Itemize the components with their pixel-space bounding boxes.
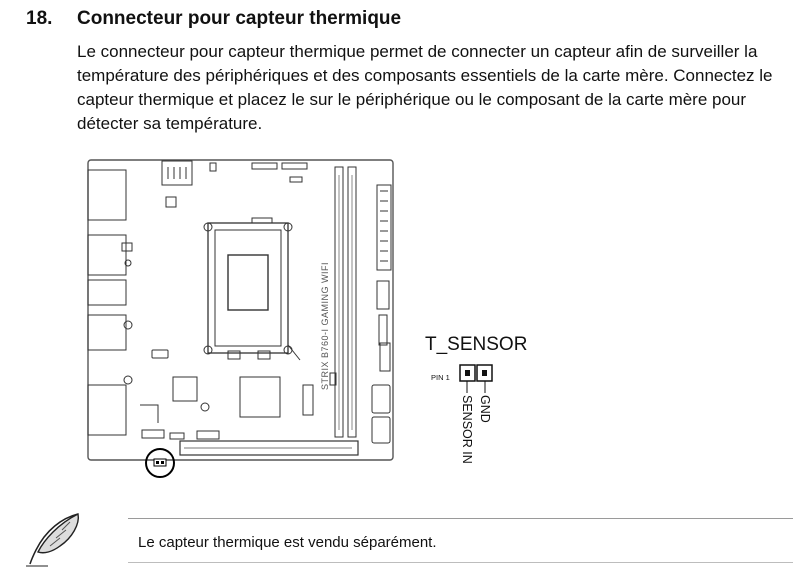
- pcie-slot: [179, 440, 359, 456]
- dimm-slot-2: [347, 166, 357, 438]
- pin-label-gnd: GND: [478, 395, 492, 423]
- pin-label-sensor-in: SENSOR IN: [460, 395, 474, 464]
- t-sensor-connector-on-board: [153, 458, 167, 467]
- board-outline: [87, 159, 394, 461]
- t-sensor-pinout: T_SENSOR PIN 1 SENSOR IN GND: [425, 334, 527, 464]
- note-divider-top: [128, 518, 793, 519]
- cpu-socket: [207, 222, 289, 354]
- pin1-label: PIN 1: [431, 373, 450, 382]
- connector-name: T_SENSOR: [425, 334, 527, 355]
- motherboard-diagram: STRIX B760-I GAMING WIFI: [87, 159, 394, 478]
- section-title: Connecteur pour capteur thermique: [77, 8, 402, 29]
- board-model-label: STRIX B760-I GAMING WIFI: [320, 262, 330, 390]
- section-description: Le connecteur pour capteur thermique per…: [77, 42, 773, 133]
- note-text: Le capteur thermique est vendu séparémen…: [138, 534, 437, 551]
- section-number: 18.: [26, 8, 53, 29]
- feather-quill-icon: [26, 512, 79, 567]
- t-sensor-highlight-circle: [145, 448, 175, 478]
- dimm-slot-1: [334, 166, 344, 438]
- note-divider-bottom: [128, 562, 793, 563]
- atx-power-connector: [376, 184, 392, 271]
